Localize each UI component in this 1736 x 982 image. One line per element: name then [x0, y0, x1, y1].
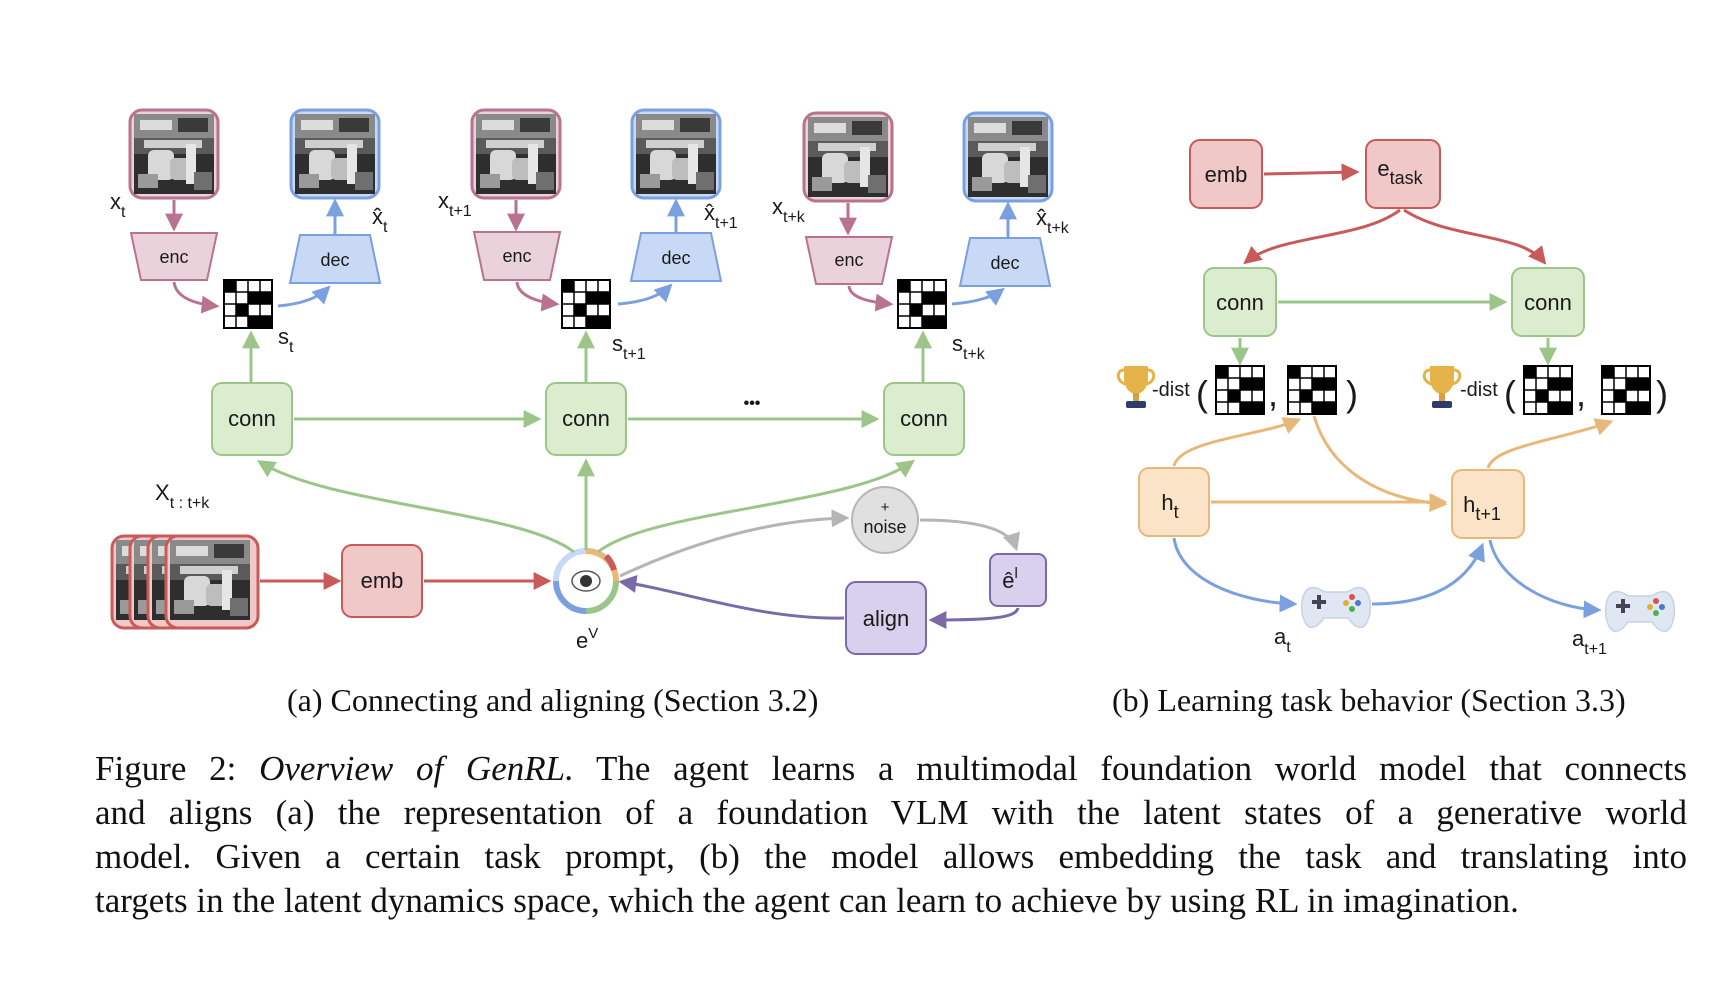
subcaption-a: (a) Connecting and aligning (Section 3.2… — [287, 682, 819, 718]
svg-text:): ) — [1656, 373, 1668, 414]
caption-title: Overview of GenRL. — [259, 749, 574, 788]
svg-text:emb: emb — [1205, 162, 1248, 187]
decoder-t1: dec — [629, 232, 723, 282]
label-e-v: eV — [576, 625, 598, 653]
decoder-tk: dec — [958, 237, 1052, 287]
svg-text:conn: conn — [562, 406, 610, 431]
figure-caption: Figure 2: Overview of GenRL. The agent l… — [95, 747, 1687, 923]
svg-text:emb: emb — [361, 568, 404, 593]
svg-text:,: , — [1576, 373, 1586, 414]
video-clip-stack — [110, 534, 260, 630]
reward-dist-right: -dist ( , ) — [1422, 364, 1668, 415]
align-box: align — [845, 581, 927, 655]
label-xhat-t1: x̂t+1 — [704, 200, 738, 232]
conn-box-tk: conn — [883, 382, 965, 456]
encoder-tk: enc — [804, 236, 894, 285]
svg-text:dec: dec — [320, 250, 349, 270]
label-a-t: at — [1274, 624, 1291, 656]
caption-label: Figure 2: — [95, 749, 237, 788]
column-t1: xt+1 x̂t+1 enc dec st+1 conn — [438, 108, 738, 456]
recon-frame-t1 — [630, 108, 722, 200]
svg-text:(: ( — [1196, 373, 1208, 414]
recon-frame-tk — [962, 111, 1054, 203]
decoder-t: dec — [288, 234, 382, 284]
label-x-tk: xt+k — [772, 194, 806, 226]
subcaption-b: (b) Learning task behavior (Section 3.3) — [1112, 682, 1626, 718]
svg-text:conn: conn — [1216, 290, 1264, 315]
e-hat-l-box: êl — [989, 553, 1047, 607]
caption-line-4: targets in the latent dynamics space, wh… — [95, 881, 1519, 920]
action-gamepad-icon-t1 — [1604, 590, 1676, 633]
trophy-icon — [1422, 364, 1462, 410]
h-t-box: ht — [1138, 467, 1210, 537]
panel-b: emb etask conn conn -dist ( , ) — [1116, 139, 1676, 658]
label-x-t: xt — [110, 189, 126, 221]
vlm-eye-icon — [553, 548, 619, 614]
svg-text:conn: conn — [1524, 290, 1572, 315]
svg-text:enc: enc — [502, 246, 531, 266]
noise-node: + noise — [851, 486, 919, 554]
e-task-box: etask — [1365, 139, 1441, 209]
emb-box-a: emb — [341, 544, 423, 618]
latent-state-t1 — [561, 279, 611, 329]
column-t: xt x̂t enc dec st conn — [110, 108, 388, 456]
svg-text:conn: conn — [228, 406, 276, 431]
conn-box-t: conn — [211, 382, 293, 456]
input-frame-t1 — [470, 108, 562, 200]
reward-dist-left: -dist ( , ) — [1116, 364, 1358, 415]
trophy-icon — [1116, 364, 1156, 410]
svg-text:,: , — [1268, 373, 1278, 414]
label-s-t1: st+1 — [612, 331, 646, 363]
caption-text-1: The agent learns a multimodal foundation… — [595, 749, 1688, 788]
label-x-t1: xt+1 — [438, 188, 472, 220]
svg-text:etask: etask — [1377, 156, 1423, 188]
svg-text:align: align — [863, 606, 909, 631]
column-tk: xt+k x̂t+k enc dec st+k conn — [772, 111, 1070, 456]
conn-box-b-left: conn — [1203, 267, 1277, 337]
caption-line-3: model. Given a certain task prompt, (b) … — [95, 837, 1687, 876]
h-t1-box: ht+1 — [1451, 469, 1525, 539]
svg-text:-dist: -dist — [1460, 379, 1498, 401]
svg-text:ht+1: ht+1 — [1463, 492, 1501, 524]
caption-line-1: Figure 2: Overview of GenRL. The agent l… — [95, 747, 1687, 791]
input-frame-tk — [802, 111, 894, 203]
label-s-tk: st+k — [952, 331, 986, 363]
label-s-t: st — [278, 324, 294, 356]
label-a-t1: at+1 — [1572, 626, 1607, 658]
encoder-t1: enc — [472, 231, 562, 281]
label-X-seq: Xt : t+k — [155, 480, 210, 512]
svg-text:êl: êl — [1002, 565, 1018, 593]
conn-box-b-right: conn — [1511, 267, 1585, 337]
emb-box-b: emb — [1189, 139, 1263, 209]
conn-box-t1: conn — [545, 382, 627, 456]
svg-text:dec: dec — [990, 253, 1019, 273]
input-frame-t — [128, 108, 220, 200]
svg-text:+: + — [881, 499, 890, 516]
recon-frame-t — [289, 108, 381, 200]
svg-text:conn: conn — [900, 406, 948, 431]
svg-text:enc: enc — [834, 250, 863, 270]
svg-text:(: ( — [1504, 373, 1516, 414]
svg-text:): ) — [1346, 373, 1358, 414]
action-gamepad-icon-t — [1300, 586, 1372, 629]
ellipsis: ••• — [744, 395, 761, 412]
panel-a: xt x̂t enc dec st conn — [110, 108, 1070, 655]
encoder-t: enc — [129, 232, 219, 281]
caption-line-2: and aligns (a) the representation of a f… — [95, 793, 1687, 832]
label-xhat-tk: x̂t+k — [1036, 205, 1070, 237]
svg-text:dec: dec — [661, 248, 690, 268]
svg-text:-dist: -dist — [1152, 379, 1190, 401]
latent-state-t — [223, 279, 273, 329]
label-xhat-t: x̂t — [372, 204, 388, 236]
svg-text:noise: noise — [863, 517, 906, 537]
latent-state-tk — [897, 279, 947, 329]
svg-text:ht: ht — [1161, 490, 1178, 522]
svg-text:enc: enc — [159, 247, 188, 267]
